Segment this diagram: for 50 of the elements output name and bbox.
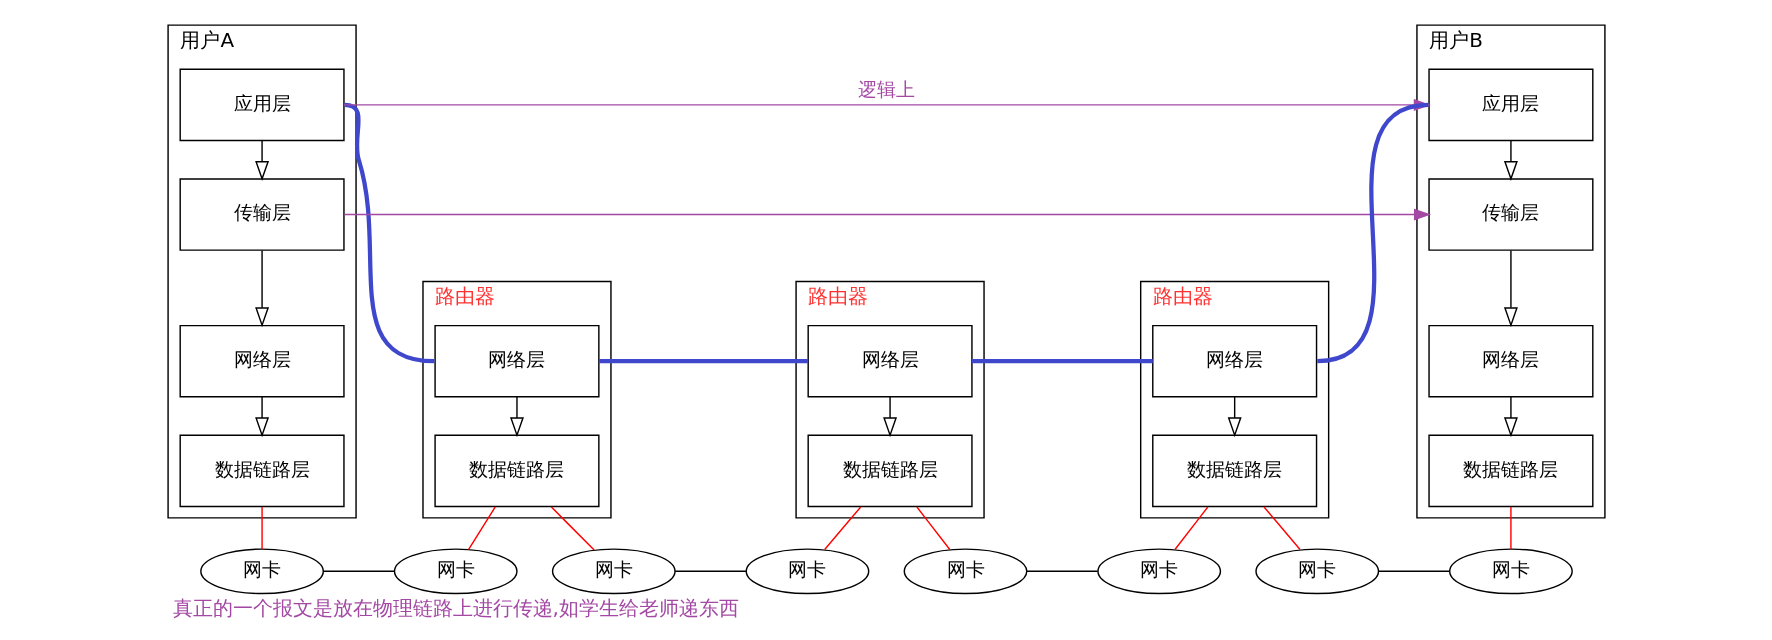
- node-box: 网络层: [1151, 324, 1317, 398]
- arrow: [254, 249, 269, 328]
- connector: [322, 570, 395, 573]
- node-box: 网络层: [1427, 324, 1593, 398]
- connector: [1262, 506, 1301, 551]
- node-box: 数据链路层: [433, 434, 600, 508]
- node-ellipse: 网卡: [745, 548, 869, 595]
- arrow: [1503, 140, 1518, 181]
- node-box: 应用层: [1427, 68, 1593, 142]
- connector: [1377, 570, 1450, 573]
- node-box: 数据链路层: [1151, 434, 1317, 508]
- connector: [598, 359, 808, 364]
- node-box: 应用层: [179, 68, 345, 142]
- connector: [1316, 102, 1429, 364]
- node-box: 数据链路层: [806, 434, 973, 508]
- edge-label: 逻辑上: [857, 78, 915, 100]
- node-box: 网络层: [433, 324, 600, 398]
- arrow: [509, 396, 524, 438]
- connector: [823, 506, 861, 551]
- connector: [343, 102, 435, 364]
- arrow: [1227, 396, 1242, 438]
- connector: [915, 506, 950, 551]
- node-ellipse: 网卡: [1096, 548, 1221, 595]
- arrow: [254, 140, 269, 181]
- node-box: 传输层: [1427, 178, 1593, 251]
- connector: [1173, 506, 1209, 551]
- node-ellipse: 网卡: [393, 548, 518, 595]
- node-ellipse: 网卡: [551, 548, 676, 595]
- connector: [1025, 570, 1098, 573]
- node-ellipse: 网卡: [1448, 548, 1573, 595]
- arrow: [1503, 249, 1518, 328]
- node-ellipse: 网卡: [199, 548, 324, 595]
- node-box: 网络层: [179, 324, 345, 398]
- connector: [1509, 506, 1512, 550]
- arrow: [254, 396, 269, 438]
- connector: [550, 506, 595, 551]
- arrow: [343, 208, 1431, 221]
- arrow: [1503, 396, 1518, 438]
- node-box: 数据链路层: [179, 434, 345, 508]
- node-ellipse: 网卡: [1254, 548, 1379, 595]
- node-box: 数据链路层: [1427, 434, 1593, 508]
- node-box: 传输层: [179, 178, 345, 251]
- connector: [971, 359, 1153, 364]
- connector: [467, 506, 496, 551]
- connector: [673, 570, 747, 573]
- caption: 真正的一个报文是放在物理链路上进行传递,如学生给老师递东西: [172, 597, 739, 621]
- node-box: 网络层: [806, 324, 973, 398]
- connector: [260, 506, 263, 550]
- arrow: [882, 396, 897, 438]
- node-ellipse: 网卡: [903, 548, 1027, 595]
